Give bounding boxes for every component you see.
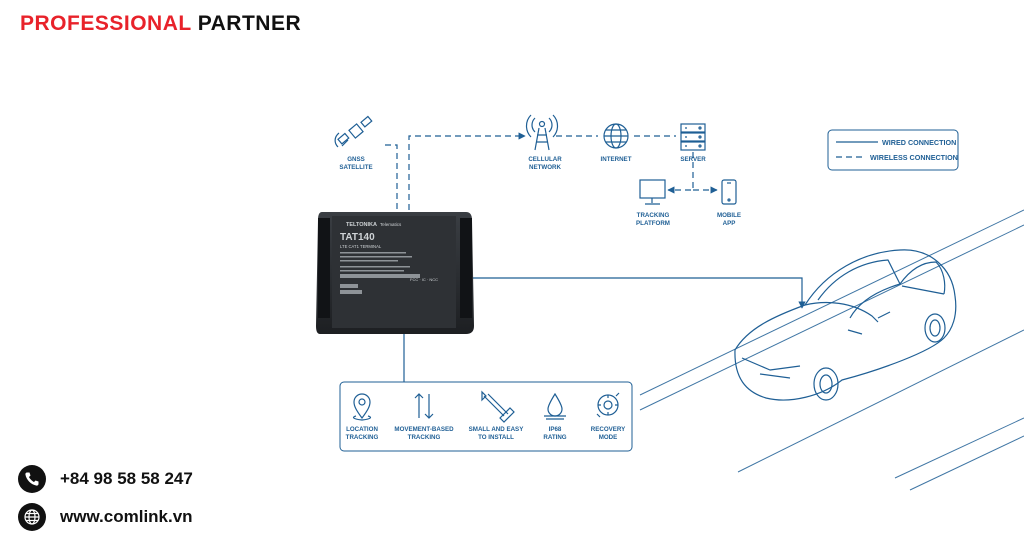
contact-website: www.comlink.vn: [18, 503, 193, 531]
server-icon: [680, 123, 706, 151]
device-brand: TELTONIKA: [346, 222, 377, 228]
brand-part-partner: PARTNER: [197, 12, 302, 35]
brand-part-professional: PROFESSIONAL: [20, 12, 192, 35]
legend: WIRED CONNECTION WIRELESS CONNECTION: [827, 129, 959, 171]
feature-label-3b: TO INSTALL: [478, 434, 514, 441]
globe-icon: [603, 123, 629, 149]
water-drop-icon: [544, 392, 566, 420]
legend-wired-label: WIRED CONNECTION: [882, 138, 956, 147]
feature-label-5b: MODE: [599, 434, 618, 441]
car-icon: [734, 249, 957, 401]
up-down-arrows-icon: [414, 393, 434, 419]
wrench-screwdriver-icon: [481, 390, 515, 423]
satellite-icon: [334, 115, 373, 148]
globe-web-icon: [18, 503, 46, 531]
tracking-label-1: TRACKING: [637, 212, 670, 219]
mobile-label-2: APP: [723, 220, 736, 227]
features-box: LOCATION TRACKING MOVEMENT-BASED TRACKIN…: [339, 381, 633, 452]
feature-label-1a: LOCATION: [346, 426, 378, 433]
mobile-phone-icon: [721, 179, 737, 205]
monitor-icon: [639, 179, 666, 205]
cellular-label-1: CELLULAR: [528, 156, 562, 163]
device-brand-suffix: Telematics: [380, 222, 402, 227]
recovery-gear-icon: [596, 392, 620, 418]
website-link[interactable]: www.comlink.vn: [60, 507, 193, 526]
feature-label-3a: SMALL AND EASY: [469, 426, 525, 433]
feature-label-2a: MOVEMENT-BASED: [394, 426, 454, 433]
phone-icon: [18, 465, 46, 493]
gnss-label-2: SATELLITE: [339, 164, 372, 171]
road-lines: [639, 209, 1024, 491]
feature-label-1b: TRACKING: [346, 434, 379, 441]
location-pin-icon: [352, 393, 372, 421]
device-model: TAT140: [340, 232, 375, 243]
contact-phone: +84 98 58 58 247: [18, 465, 193, 493]
cellular-label-2: NETWORK: [529, 164, 561, 171]
server-label: SERVER: [680, 156, 706, 163]
feature-label-2b: TRACKING: [408, 434, 441, 441]
cell-tower-icon: [525, 114, 559, 151]
gnss-label-1: GNSS: [347, 156, 365, 163]
device-codes: FCC · IC · NCC: [410, 277, 438, 282]
tracker-device: TELTONIKA Telematics TAT140 LTE CAT1 TER…: [316, 212, 474, 334]
legend-wireless-label: WIRELESS CONNECTION: [870, 153, 958, 162]
connections: [385, 132, 806, 382]
mobile-label-1: MOBILE: [717, 212, 741, 219]
feature-label-4b: RATING: [543, 434, 566, 441]
tracking-label-2: PLATFORM: [636, 220, 670, 227]
phone-number[interactable]: +84 98 58 58 247: [60, 469, 193, 488]
feature-label-4a: IP68: [549, 426, 562, 433]
device-subtitle: LTE CAT1 TERMINAL: [340, 244, 382, 249]
feature-label-5a: RECOVERY: [591, 426, 626, 433]
internet-label: INTERNET: [601, 156, 632, 163]
